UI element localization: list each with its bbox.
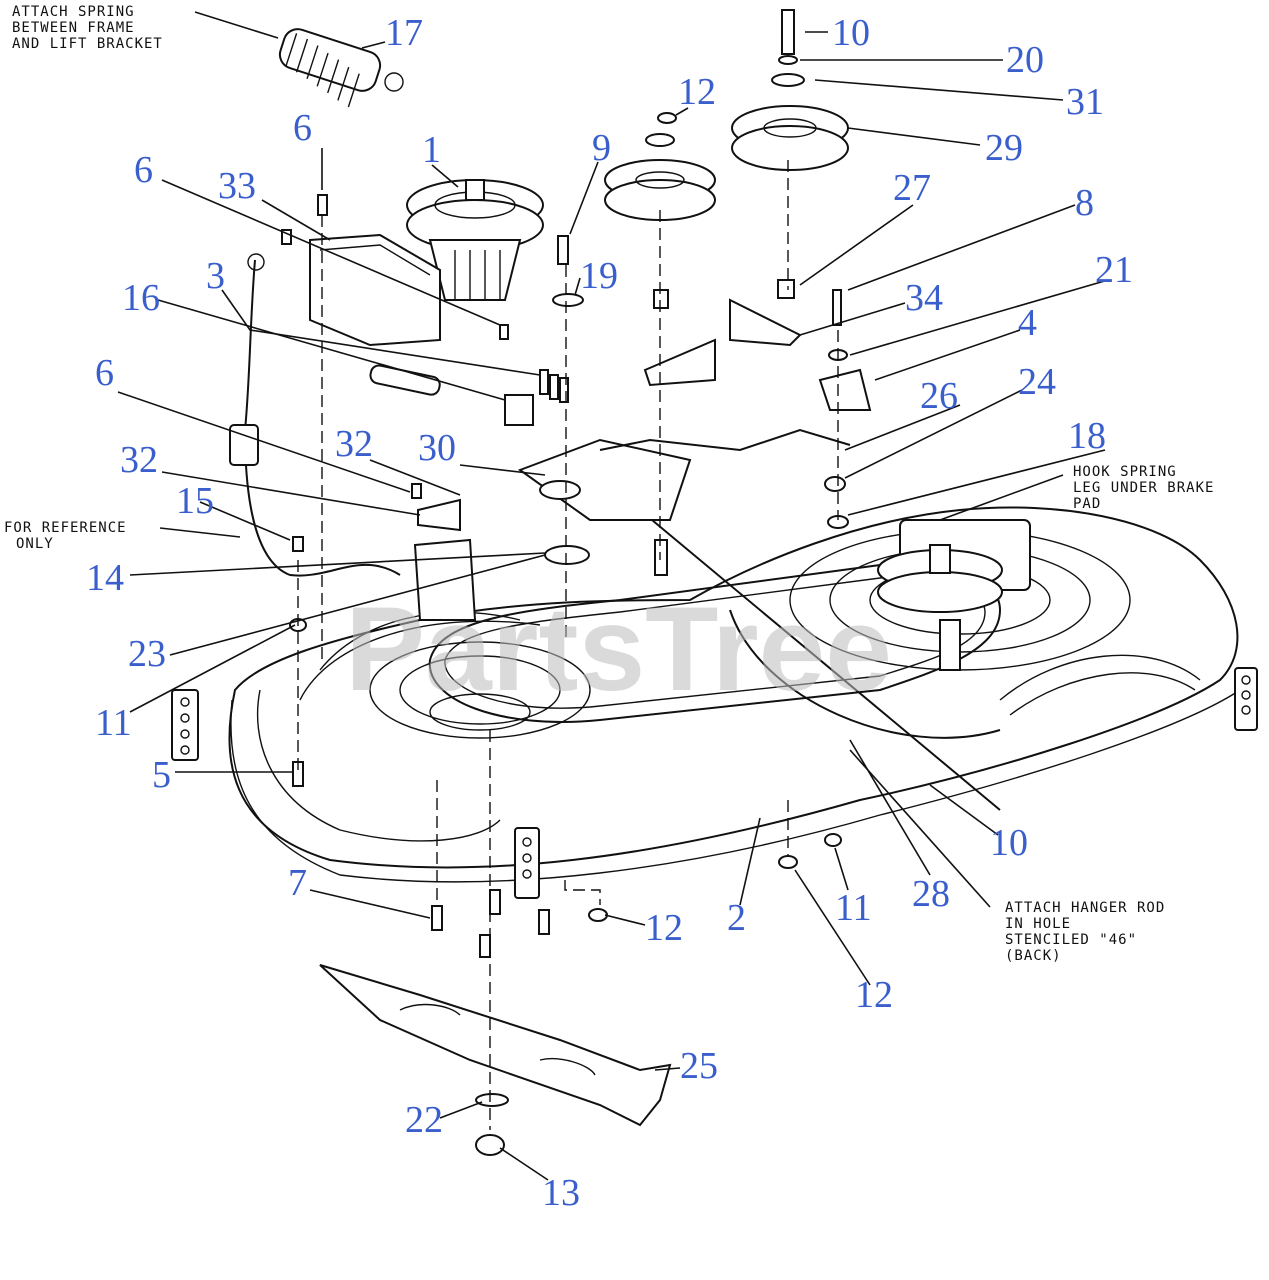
- callout-33: 33: [218, 165, 256, 207]
- callout-11: 11: [835, 887, 872, 929]
- note-line: BETWEEN FRAME: [12, 20, 135, 36]
- callout-15: 15: [176, 480, 214, 522]
- callout-12: 12: [678, 71, 716, 113]
- note-reference: FOR REFERENCE ONLY: [4, 520, 127, 552]
- control-cable: [229, 253, 401, 577]
- callout-21: 21: [1095, 249, 1133, 291]
- watermark: PartsTree: [345, 582, 892, 716]
- callout-27: 27: [893, 167, 931, 209]
- leader-lines: [117, 11, 1109, 1181]
- callout-6: 6: [134, 149, 153, 191]
- callout-30: 30: [418, 427, 456, 469]
- note-line: ONLY: [16, 536, 54, 552]
- note-hanger-rod: ATTACH HANGER ROD IN HOLE STENCILED "46"…: [1005, 900, 1165, 964]
- note-line: LEG UNDER BRAKE: [1073, 480, 1214, 496]
- callout-19: 19: [580, 255, 618, 297]
- note-line: ATTACH SPRING: [12, 4, 135, 20]
- note-line: STENCILED "46": [1005, 932, 1137, 948]
- callout-18: 18: [1068, 415, 1106, 457]
- callout-20: 20: [1006, 39, 1044, 81]
- callout-2: 2: [727, 897, 746, 939]
- callout-numbers: 17 10 20 31 12 29 1 9 6 6 33 27 8 21 3 1…: [86, 12, 1133, 1214]
- callout-13: 13: [542, 1172, 580, 1214]
- note-line: AND LIFT BRACKET: [12, 36, 163, 52]
- callout-12: 12: [645, 907, 683, 949]
- callout-28: 28: [912, 873, 950, 915]
- note-hook-spring: HOOK SPRING LEG UNDER BRAKE PAD: [1073, 464, 1214, 512]
- spring-17: [278, 28, 404, 108]
- note-line: PAD: [1073, 496, 1101, 512]
- callout-26: 26: [920, 375, 958, 417]
- callout-22: 22: [405, 1099, 443, 1141]
- note-line: (BACK): [1005, 948, 1062, 964]
- callout-7: 7: [288, 862, 307, 904]
- bracket-33: [309, 233, 441, 347]
- note-line: IN HOLE: [1005, 916, 1071, 932]
- callout-32: 32: [120, 439, 158, 481]
- alignment-lines: [297, 160, 839, 1130]
- callout-10: 10: [832, 12, 870, 54]
- callout-32: 32: [335, 423, 373, 465]
- note-spring: ATTACH SPRING BETWEEN FRAME AND LIFT BRA…: [12, 4, 163, 52]
- callout-31: 31: [1066, 81, 1104, 123]
- callout-11: 11: [95, 702, 132, 744]
- callout-24: 24: [1018, 361, 1056, 403]
- hardware: [281, 194, 872, 958]
- callout-29: 29: [985, 127, 1023, 169]
- callout-14: 14: [86, 557, 124, 599]
- callout-12: 12: [855, 974, 893, 1016]
- callout-23: 23: [128, 633, 166, 675]
- right-spindle-assembly: [877, 519, 1031, 671]
- blade-25: [319, 964, 672, 1156]
- callout-10: 10: [990, 822, 1028, 864]
- callout-6: 6: [95, 352, 114, 394]
- callout-4: 4: [1018, 302, 1037, 344]
- callout-25: 25: [680, 1045, 718, 1087]
- callout-1: 1: [422, 129, 441, 171]
- note-line: FOR REFERENCE: [4, 520, 127, 536]
- callout-3: 3: [206, 255, 225, 297]
- callout-5: 5: [152, 754, 171, 796]
- callout-9: 9: [592, 127, 611, 169]
- idler-arm-30: [517, 428, 851, 576]
- callout-17: 17: [385, 12, 423, 54]
- callout-34: 34: [905, 277, 943, 319]
- callout-8: 8: [1075, 182, 1094, 224]
- note-line: HOOK SPRING: [1073, 464, 1177, 480]
- callout-6: 6: [293, 107, 312, 149]
- idler-pulleys: [604, 9, 849, 221]
- note-line: ATTACH HANGER ROD: [1005, 900, 1165, 916]
- callout-16: 16: [122, 277, 160, 319]
